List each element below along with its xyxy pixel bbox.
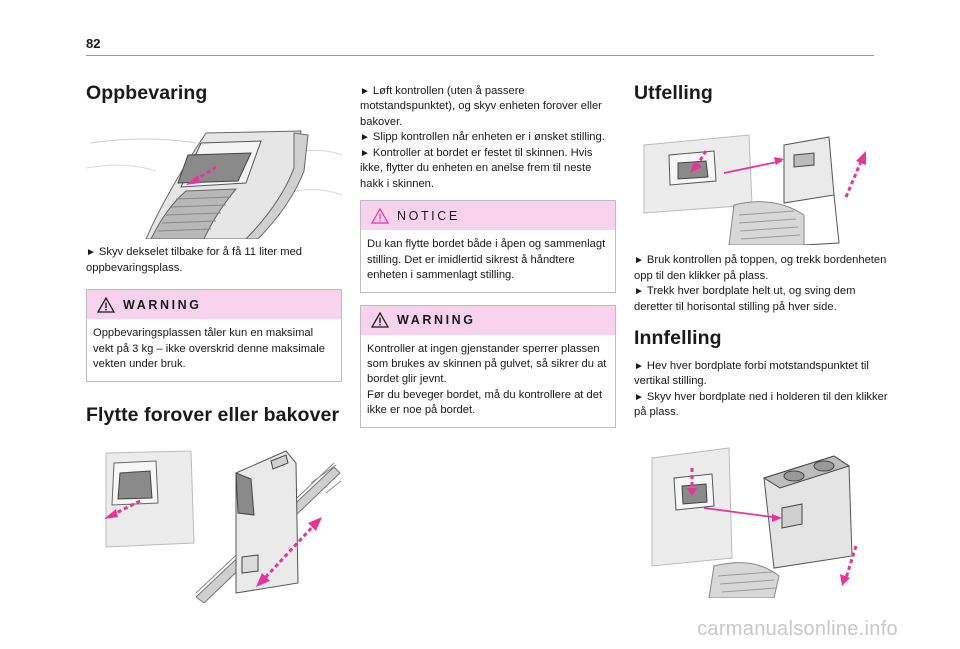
- warning-title: WARNING: [397, 313, 476, 328]
- heading-oppbevaring: Oppbevaring: [86, 82, 208, 104]
- column-right: Utfelling ►Bruk kontrollen på toppen, og…: [634, 82, 890, 599]
- page-number: 82: [86, 36, 101, 51]
- heading-flytte: Flytte forover eller bakover: [86, 403, 340, 426]
- step-arrow-icon: ►: [360, 132, 370, 144]
- step-fold-2: ►Skyv hver bordplate ned i holderen til …: [634, 390, 888, 418]
- step-arrow-icon: ►: [634, 286, 644, 298]
- warning-title: WARNING: [123, 297, 202, 312]
- step-fold-1: ►Hev hver bordplate forbi motstandspunkt…: [634, 359, 869, 388]
- warning-box-storage: WARNING Oppbevaringsplassen tåler kun en…: [86, 289, 342, 382]
- notice-text: Du kan flytte bordet både i åpen og samm…: [367, 238, 606, 282]
- warning-text-rail: Kontroller at ingen gjenstander sperrer …: [367, 342, 607, 417]
- header-rule: [86, 55, 874, 56]
- fold-illustration: [651, 447, 858, 599]
- column-left: Oppbevaring ►Skyv dekselet tilbake for å…: [86, 82, 342, 604]
- step-arrow-icon: ►: [86, 247, 96, 259]
- warning-triangle-icon: [97, 296, 115, 313]
- column-middle: ►Løft kontrollen (uten å passere motstan…: [360, 84, 616, 428]
- step-arrow-icon: ►: [634, 255, 644, 267]
- warning-header: WARNING: [87, 290, 341, 320]
- step-move-3: ►Kontroller at bordet er festet til skin…: [360, 146, 593, 190]
- warning-triangle-icon: [371, 312, 389, 328]
- notice-title: NOTICE: [397, 208, 460, 223]
- unfold-illustration: [643, 134, 866, 246]
- warning-box-rail: WARNING Kontroller at ingen gjenstander …: [360, 304, 616, 428]
- step-arrow-icon: ►: [634, 360, 644, 372]
- step-move-1: ►Løft kontrollen (uten å passere motstan…: [360, 85, 602, 128]
- heading-utfelling: Utfelling: [634, 82, 713, 104]
- step-arrow-icon: ►: [634, 391, 644, 403]
- step-storage: ►Skyv dekselet tilbake for å få 11 liter…: [86, 246, 303, 274]
- notice-box: NOTICE Du kan flytte bordet både i åpen …: [360, 200, 616, 293]
- move-table-illustration: [104, 450, 342, 604]
- step-move-2: ►Slipp kontrollen når enheten er i ønske…: [360, 131, 605, 144]
- notice-header: NOTICE: [361, 201, 615, 231]
- warning-header: WARNING: [361, 305, 615, 335]
- notice-triangle-icon: [371, 207, 389, 224]
- storage-illustration: [86, 130, 342, 240]
- step-unfold-2: ►Trekk hver bordplate helt ut, og sving …: [634, 285, 856, 313]
- step-arrow-icon: ►: [360, 147, 370, 159]
- warning-text: Oppbevaringsplassen tåler kun en maksima…: [93, 327, 325, 371]
- watermark: carmanualsonline.info: [697, 618, 898, 640]
- heading-innfelling: Innfelling: [634, 327, 722, 350]
- step-arrow-icon: ►: [360, 86, 370, 97]
- step-unfold-1: ►Bruk kontrollen på toppen, og trekk bor…: [634, 254, 887, 282]
